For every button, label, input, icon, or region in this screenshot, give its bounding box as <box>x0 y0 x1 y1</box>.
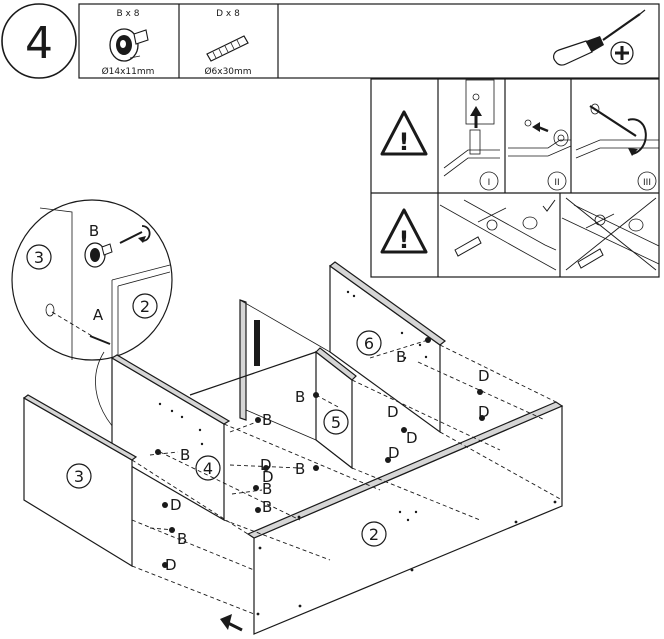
warning-step-3: III <box>575 103 659 191</box>
label-d-panel3-top: D <box>170 496 182 514</box>
assembly-drawing: 6 5 4 <box>22 261 564 635</box>
label-d-mid-3: D <box>388 444 400 462</box>
panel-4-number: 4 <box>203 459 213 478</box>
label-b-panel5-low: B <box>295 460 305 478</box>
wood-dowel-icon <box>206 35 249 62</box>
warning-step-2: II <box>508 119 572 191</box>
detail-fitting-label: B <box>89 222 99 240</box>
detail-panel-2-label: 2 <box>140 297 150 316</box>
panel-2-number: 2 <box>369 525 379 544</box>
warning-triangle-icon-lower: ! <box>380 208 428 254</box>
part-b-size: Ø14x11mm <box>102 66 155 77</box>
label-b-panel5-top: B <box>295 388 305 406</box>
panel-3-number: 3 <box>74 467 84 486</box>
panel-3: 3 <box>22 394 138 568</box>
cross-icon <box>565 197 657 271</box>
correct-dowel-orientation <box>439 199 557 271</box>
detail-screw-label: A <box>93 306 104 324</box>
label-b-panel6: B <box>396 348 406 366</box>
warning-box: ! I II <box>370 78 660 278</box>
label-d-mid-2: D <box>406 429 418 447</box>
part-b-cell: B x 8 Ø14x11mm <box>102 9 155 77</box>
detail-cam-fitting-icon <box>84 242 113 268</box>
cam-fitting-icon <box>109 28 149 62</box>
label-d-right-2: D <box>478 403 490 421</box>
label-d-right-1: D <box>478 367 490 385</box>
push-direction-arrow-icon <box>220 614 243 632</box>
detail-panel-3-label: 3 <box>34 248 44 267</box>
label-b-low-2: B <box>262 498 272 516</box>
label-d-low: D <box>262 468 274 486</box>
detail-panel-2-badge <box>132 293 158 319</box>
part-d-cell: D x 8 Ø6x30mm <box>204 9 251 77</box>
label-b-panel4-left: B <box>180 446 190 464</box>
label-b-low-1: B <box>262 480 272 498</box>
parts-box: B x 8 Ø14x11mm D x 8 Ø6x30mm <box>78 3 660 79</box>
warning-mark: ! <box>399 128 410 156</box>
fitting-markers <box>155 337 485 568</box>
part-d-quantity: D x 8 <box>216 9 240 19</box>
panel-4: 4 <box>110 354 231 522</box>
warning-step-3-label: III <box>643 178 651 188</box>
panel-6: 6 <box>329 261 446 434</box>
assembly-guide-lines <box>131 339 563 615</box>
cam-detail-callout: 3 2 B A <box>11 199 173 361</box>
label-b-panel3: B <box>177 530 187 548</box>
screwdriver-icon <box>553 9 646 66</box>
warning-mark-lower: ! <box>399 226 410 254</box>
rear-frame <box>189 299 353 469</box>
step-number: 4 <box>25 18 53 69</box>
label-d-panel3-bottom: D <box>165 556 177 574</box>
warning-triangle-icon: ! <box>380 110 428 156</box>
panel-5-number: 5 <box>331 413 341 432</box>
label-d-mid-1: D <box>387 403 399 421</box>
warning-step-2-label: II <box>554 178 559 188</box>
warning-step-1-label: I <box>488 178 491 188</box>
part-b-quantity: B x 8 <box>117 9 140 19</box>
phillips-head-icon <box>610 41 634 65</box>
part-d-size: Ø6x30mm <box>204 66 251 77</box>
assembly-part-labels: B B B B B B B B D D D D D D D D D <box>165 348 490 574</box>
incorrect-dowel-orientation <box>561 197 660 271</box>
check-icon <box>542 199 556 212</box>
label-d-panel4: D <box>260 456 272 474</box>
detail-panel-3-badge <box>26 244 52 270</box>
warning-step-1: I <box>443 79 500 191</box>
step-number-badge: 4 <box>1 3 77 79</box>
label-b-panel4-mid: B <box>262 411 272 429</box>
panel-6-number: 6 <box>364 334 374 353</box>
